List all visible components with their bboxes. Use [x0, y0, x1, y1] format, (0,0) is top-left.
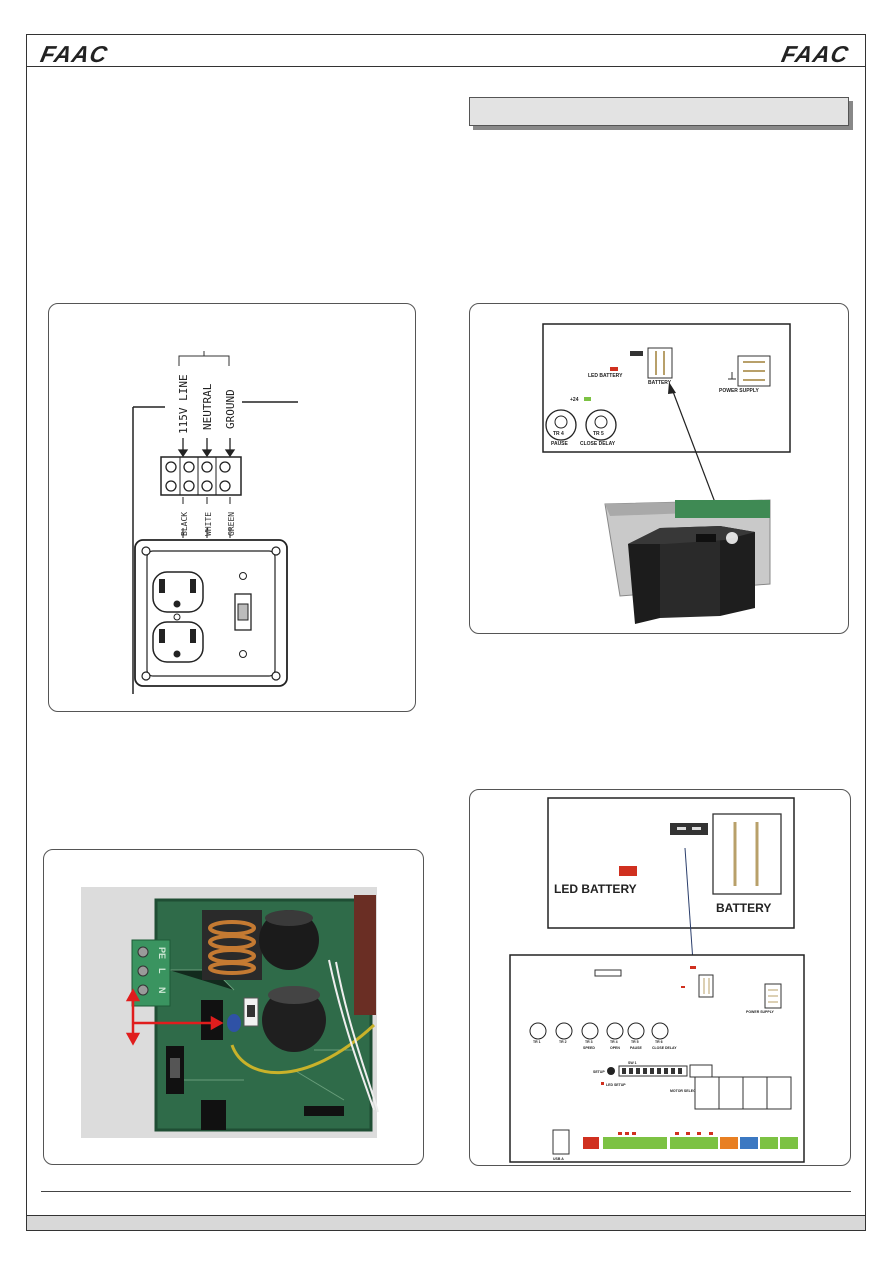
page-header: FAAC FAAC	[27, 35, 865, 67]
trimmer-tr4: TR 4 PAUSE	[545, 409, 577, 447]
footer-rule	[41, 1191, 851, 1192]
mark-n: N	[157, 987, 167, 994]
trimmer-tr4-id: TR 4	[553, 431, 564, 437]
board-setup-label: SETUP	[593, 1070, 605, 1074]
mark-l: L	[157, 968, 167, 974]
terminal-block	[160, 456, 242, 496]
outlet-box	[134, 539, 288, 687]
red-dimension-arrows	[125, 988, 224, 1046]
board-tr3: TR 3	[585, 1040, 593, 1044]
board-tr4: TR 4	[610, 1040, 618, 1044]
board-tr1: TR 1	[533, 1040, 541, 1044]
board-power-supply-label: POWER SUPPLY	[746, 1010, 775, 1014]
led-battery-label: LED BATTERY	[588, 373, 623, 379]
board-motor-selection-label: MOTOR SELECTION	[670, 1089, 704, 1093]
label-green: GREEN	[227, 512, 236, 536]
plus24-label: +24	[570, 397, 579, 403]
board-usb-label: USB A	[553, 1157, 564, 1161]
wiring-drawing: 115V LINE NEUTRAL GROUND BLACK WHITE G	[132, 351, 298, 694]
label-ground: GROUND	[224, 389, 237, 429]
label-black: BLACK	[180, 512, 189, 536]
board-tr6: TR 6	[655, 1040, 663, 1044]
board-speed-label: SPEED	[583, 1046, 595, 1050]
section-title-bar	[469, 97, 849, 126]
battery-figure: BATTERY LED BATTERY POWER SUPPLY +24 TR …	[469, 303, 849, 634]
battery-drawing: BATTERY LED BATTERY POWER SUPPLY +24 TR …	[542, 323, 791, 624]
board-trimmers	[529, 1022, 669, 1040]
trimmer-tr4-name: PAUSE	[551, 441, 569, 447]
mark-pe: PE	[157, 947, 167, 959]
board-sw1-label: SW 1	[628, 1061, 637, 1065]
power-board-photo: PE L N	[81, 887, 379, 1138]
trimmer-tr5-id: TR 5	[593, 431, 604, 437]
green-terminal-block: PE L N	[131, 939, 171, 1007]
board-led-setup-label: LED SETUP	[606, 1083, 626, 1087]
power-supply-label: POWER SUPPLY	[719, 388, 759, 394]
led-battery-detail-label: LED BATTERY	[554, 882, 637, 896]
board-close-delay-label: CLOSE DELAY	[652, 1046, 677, 1050]
label-white: WHITE	[204, 512, 213, 536]
board-pause-label: PAUSE	[630, 1046, 642, 1050]
board-tr2: TR 2	[559, 1040, 567, 1044]
power-board-figure: PE L N	[43, 849, 424, 1165]
label-neutral: NEUTRAL	[201, 383, 214, 430]
battery-label: BATTERY	[648, 380, 672, 386]
board-tr5: TR 5	[631, 1040, 639, 1044]
trimmer-tr5: TR 5 CLOSE DELAY	[580, 409, 617, 447]
board-drawing: BATTERY LED BATTERY POWER SUPPLY TR 1 TR…	[509, 797, 805, 1163]
page-frame	[26, 34, 866, 1231]
label-115v-line: 115V LINE	[177, 374, 190, 434]
wiring-figure: 115V LINE NEUTRAL GROUND BLACK WHITE G	[48, 303, 416, 712]
footer-band	[27, 1215, 865, 1230]
battery-detail-label: BATTERY	[716, 901, 771, 915]
board-figure: BATTERY LED BATTERY POWER SUPPLY TR 1 TR…	[469, 789, 851, 1166]
board-open-label: OPEN	[610, 1046, 620, 1050]
battery-pack	[628, 526, 755, 624]
trimmer-tr5-name: CLOSE DELAY	[580, 441, 616, 447]
